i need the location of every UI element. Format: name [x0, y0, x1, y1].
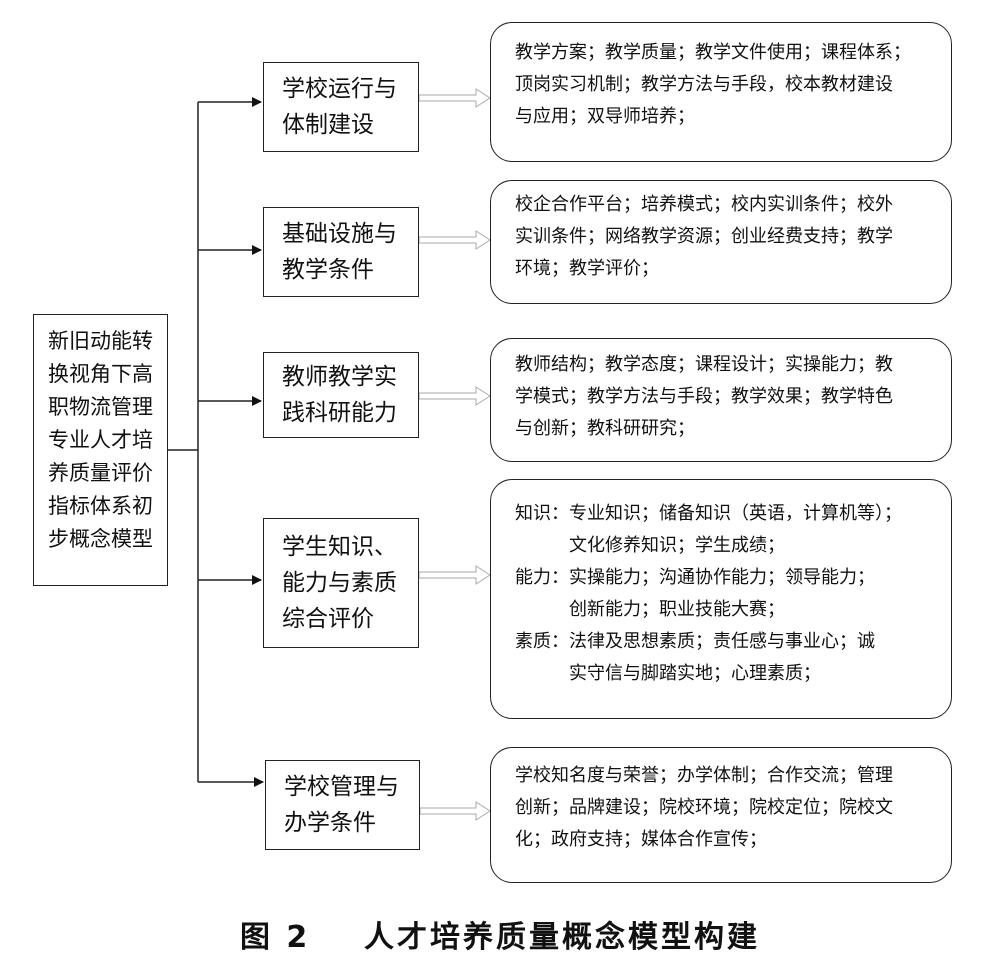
- detail-line: 素质：法律及思想素质；责任感与事业心；诚: [515, 626, 951, 658]
- category-box-management: 学校管理与 办学条件: [265, 760, 420, 850]
- group-key-knowledge: 知识：: [515, 503, 569, 524]
- category-label-line: 能力与素质: [282, 570, 397, 596]
- detail-line: 学模式；教学方法与手段；教学效果；教学特色: [515, 386, 893, 407]
- group-line: 法律及思想素质；责任感与事业心；诚: [569, 631, 875, 652]
- root-concept-box: 新旧动能转 换视角下高 职物流管理 专业人才培 养质量评价 指标体系初 步概念模…: [33, 314, 168, 586]
- root-line: 换视角下高: [48, 362, 153, 386]
- category-label-line: 教师教学实: [282, 364, 397, 390]
- detail-box-student: 知识：专业知识；储备知识（英语，计算机等）； 文化修养知识；学生成绩； 能力：实…: [490, 479, 952, 719]
- category-box-infrastructure: 基础设施与 教学条件: [263, 207, 419, 297]
- hollow-arrow-3: [418, 386, 491, 406]
- root-line: 职物流管理: [48, 395, 153, 419]
- hollow-arrow-5: [419, 801, 491, 821]
- hollow-arrow-4: [418, 565, 491, 585]
- category-label-line: 学生知识、: [282, 534, 397, 560]
- detail-box-operation: 教学方案；教学质量；教学文件使用；课程体系； 顶岗实习机制；教学方法与手段，校本…: [490, 22, 952, 162]
- detail-box-management: 学校知名度与荣誉；办学体制；合作交流；管理 创新；品牌建设；院校环境；院校定位；…: [490, 747, 952, 883]
- group-key-ability: 能力：: [515, 567, 569, 588]
- detail-line: 学校知名度与荣誉；办学体制；合作交流；管理: [515, 765, 893, 786]
- detail-box-teacher: 教师结构；教学态度；课程设计；实操能力；教 学模式；教学方法与手段；教学效果；教…: [490, 338, 952, 462]
- root-line: 新旧动能转: [48, 329, 153, 353]
- detail-line: 环境；教学评价；: [515, 258, 659, 279]
- root-line: 步概念模型: [48, 527, 153, 551]
- detail-line: 实训条件；网络教学资源；创业经费支持；教学: [515, 226, 893, 247]
- detail-line: 实守信与脚踏实地；心理素质；: [569, 663, 821, 684]
- detail-line: 顶岗实习机制；教学方法与手段，校本教材建设: [515, 74, 893, 95]
- root-line: 专业人才培: [48, 428, 153, 452]
- detail-line: 能力：实操能力；沟通协作能力；领导能力；: [515, 562, 951, 594]
- detail-box-infrastructure: 校企合作平台；培养模式；校内实训条件；校外 实训条件；网络教学资源；创业经费支持…: [490, 180, 952, 304]
- category-box-operation: 学校运行与 体制建设: [263, 62, 419, 152]
- hollow-arrow-1: [418, 88, 491, 108]
- detail-line: 创新能力；职业技能大赛；: [569, 599, 785, 620]
- detail-line: 化；政府支持；媒体合作宣传；: [515, 829, 767, 850]
- root-line: 养质量评价: [48, 461, 153, 485]
- category-label-line: 体制建设: [282, 112, 374, 138]
- detail-line: 教学方案；教学质量；教学文件使用；课程体系；: [515, 42, 911, 63]
- detail-line: 教师结构；教学态度；课程设计；实操能力；教: [515, 354, 893, 375]
- root-line: 指标体系初: [48, 494, 153, 518]
- category-box-student: 学生知识、 能力与素质 综合评价: [263, 518, 419, 648]
- category-label-line: 教学条件: [282, 257, 374, 283]
- group-key-quality: 素质：: [515, 631, 569, 652]
- detail-line: 与创新；教科研研究；: [515, 418, 695, 439]
- category-label-line: 综合评价: [282, 606, 374, 632]
- category-label-line: 办学条件: [284, 810, 376, 836]
- category-label-line: 学校管理与: [284, 774, 399, 800]
- detail-line: 校企合作平台；培养模式；校内实训条件；校外: [515, 194, 893, 215]
- category-box-teacher: 教师教学实 践科研能力: [263, 352, 419, 438]
- group-line: 专业知识；储备知识（英语，计算机等）；: [569, 503, 902, 524]
- category-label-line: 基础设施与: [282, 221, 397, 247]
- detail-line: 知识：专业知识；储备知识（英语，计算机等）；: [515, 498, 951, 530]
- figure-number: 图 2: [239, 920, 311, 955]
- detail-line: 与应用；双导师培养；: [515, 106, 695, 127]
- category-label-line: 践科研能力: [282, 400, 397, 426]
- detail-line: 创新；品牌建设；院校环境；院校定位；院校文: [515, 797, 893, 818]
- connector-layer: [168, 88, 491, 821]
- hollow-arrow-2: [418, 230, 491, 250]
- category-label-line: 学校运行与: [282, 76, 397, 102]
- group-line: 实操能力；沟通协作能力；领导能力；: [569, 567, 875, 588]
- figure-title: 人才培养质量概念模型构建: [364, 920, 761, 955]
- detail-line: 文化修养知识；学生成绩；: [569, 535, 785, 556]
- figure-caption: 图 2 人才培养质量概念模型构建: [0, 912, 1000, 956]
